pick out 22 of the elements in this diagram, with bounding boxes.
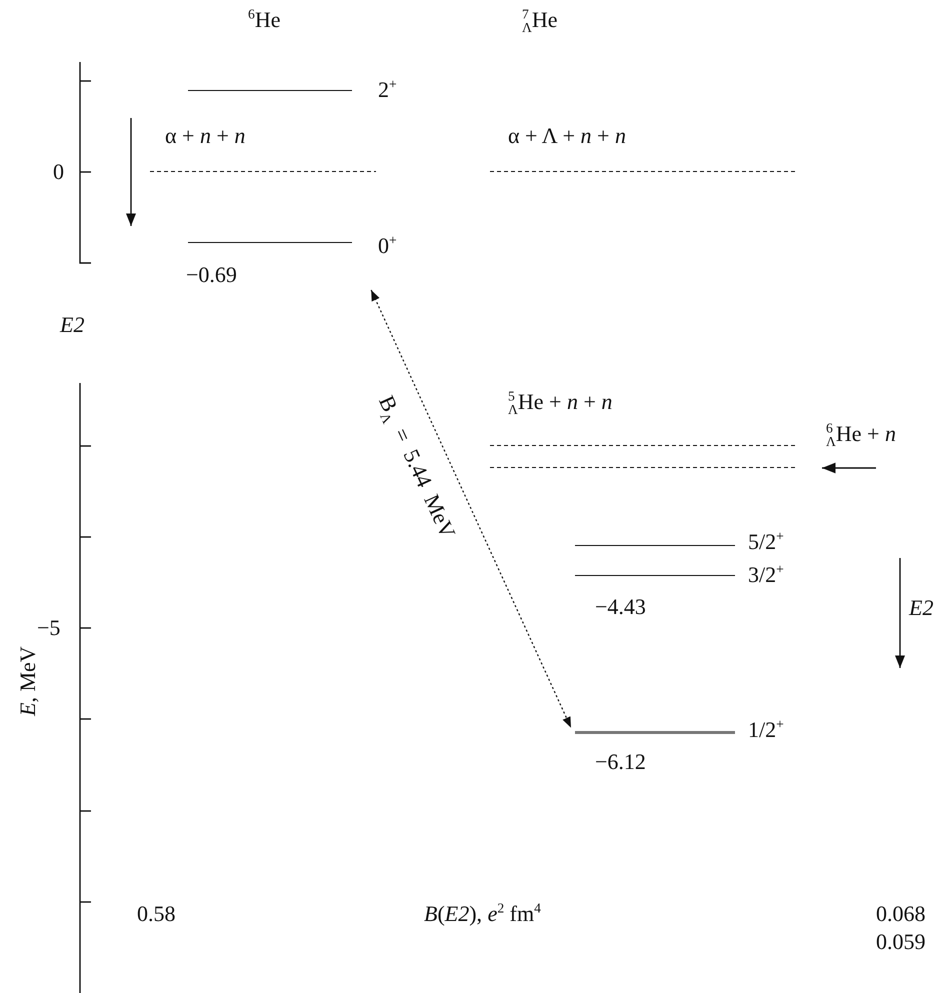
transition-label: E2: [909, 596, 934, 620]
energy-value: −6.12: [595, 750, 646, 774]
nucleus-label: $^{6}$He: [248, 8, 280, 32]
threshold-label: α + n + n: [165, 124, 246, 148]
spin-parity-label: 1/2$^{+}$: [748, 718, 784, 742]
arrow: [370, 290, 572, 728]
transition-strength: 0.58: [137, 902, 176, 926]
spin-parity-label: 3/2$^{+}$: [748, 563, 784, 588]
threshold-label: α + Λ + n + n: [508, 124, 626, 148]
axis-tick-label: −5: [37, 616, 60, 640]
transition-strength: 0.068: [876, 902, 926, 926]
axis-title: E, MeV: [16, 646, 40, 716]
energy-value: −0.69: [186, 263, 237, 288]
transition-strength: 0.059: [876, 930, 926, 954]
energy-value: −4.43: [595, 595, 646, 620]
axis-tick-label: 0: [53, 160, 64, 184]
spin-parity-label: 5/2$^{+}$: [748, 530, 784, 554]
axis-title: B(E2), e$^{2}$ fm$^{4}$: [424, 902, 541, 926]
transition-label: E2: [60, 313, 84, 338]
spin-parity-label: 0$^{+}$: [378, 234, 397, 258]
arrow: [822, 462, 876, 474]
spin-parity-label: 2$^{+}$: [378, 78, 397, 102]
